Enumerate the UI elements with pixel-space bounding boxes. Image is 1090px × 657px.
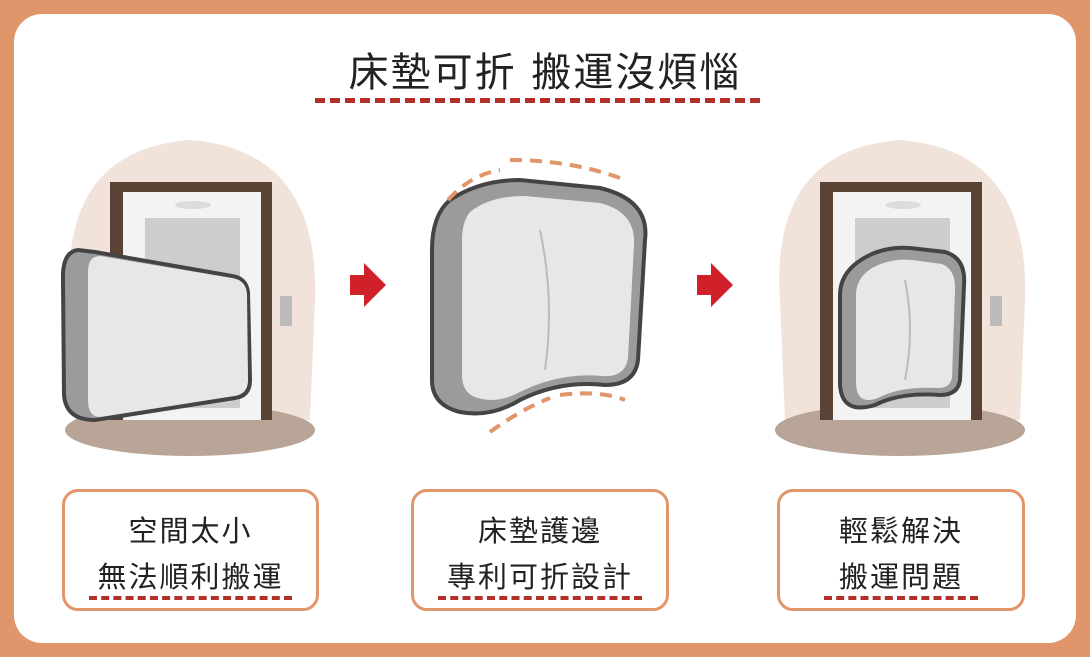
folded-mattress-illustration [430, 158, 648, 434]
step-underline [824, 596, 978, 600]
step-box-problem: 空間太小 無法順利搬運 [62, 489, 319, 611]
step-line1: 床墊護邊 [477, 514, 602, 548]
step-line2: 搬運問題 [838, 560, 963, 594]
illustrations [60, 140, 1026, 456]
step-underline [438, 596, 642, 600]
elevator-blocked-illustration [60, 140, 316, 456]
arrow-right-icon [350, 263, 386, 307]
step-line1: 空間太小 [128, 514, 253, 548]
step-line1: 輕鬆解決 [838, 514, 963, 548]
elevator-fits-illustration [775, 140, 1026, 456]
elevator-button-panel [990, 296, 1002, 326]
page-title: 床墊可折 搬運沒煩惱 [348, 50, 742, 96]
step-box-result: 輕鬆解決 搬運問題 [777, 489, 1025, 611]
step-underline [89, 596, 292, 600]
title-underline [315, 98, 760, 103]
step-box-solution: 床墊護邊 專利可折設計 [411, 489, 669, 611]
arrow-right-icon [697, 263, 733, 307]
step-line2: 無法順利搬運 [97, 560, 284, 594]
elevator-button-panel [280, 296, 292, 326]
step-line2: 專利可折設計 [446, 560, 633, 594]
